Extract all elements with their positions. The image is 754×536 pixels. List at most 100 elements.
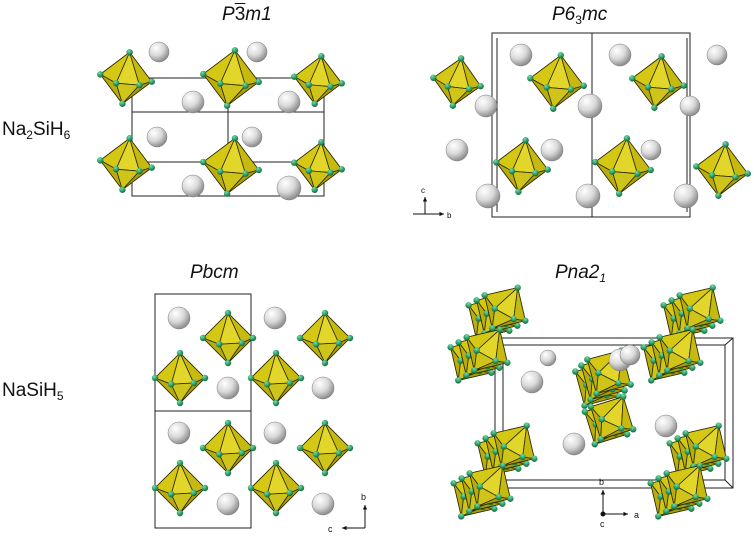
hydrogen-atom (495, 493, 502, 501)
hydrogen-atom (126, 135, 133, 142)
hydrogen-atom (508, 167, 516, 175)
octahedron-face (314, 82, 343, 105)
sodium-atom (562, 432, 586, 456)
hydrogen-atom (199, 334, 207, 342)
sih6-octahedron (151, 459, 209, 517)
hydrogen-atom (696, 500, 703, 507)
hydrogen-atom (311, 186, 318, 193)
sodium-atom (263, 306, 287, 330)
hydrogen-atom (168, 491, 175, 498)
sih6-octahedron (247, 349, 305, 407)
axis-arrowhead (600, 490, 606, 495)
hydrogen-atom (591, 440, 598, 448)
sih6-octahedron (291, 139, 345, 193)
hydrogen-atom (296, 444, 304, 452)
hydrogen-atom (715, 192, 722, 199)
hydrogen-atom (136, 81, 143, 89)
hydrogen-atom (112, 79, 120, 87)
hydrogen-atom (482, 435, 489, 442)
hydrogen-atom (305, 167, 313, 174)
sih6-octahedron (663, 462, 711, 510)
hydrogen-atom (660, 302, 667, 309)
octahedron-face (275, 377, 302, 404)
hydrogen-atom (519, 453, 526, 461)
octahedron-face (492, 318, 526, 329)
sih6-octahedron (493, 137, 551, 195)
hydrogen-atom (515, 188, 522, 195)
hydrogen-atom (476, 483, 483, 490)
hydrogen-atom (686, 305, 693, 312)
row-label-nasih5: NaSiH5 (2, 380, 64, 403)
hydrogen-atom (450, 480, 457, 487)
sodium-atom (673, 183, 699, 209)
hydrogen-atom (595, 369, 602, 377)
axis-label: b (361, 492, 366, 502)
sih6-octahedron (463, 326, 511, 374)
hydrogen-atom (321, 309, 329, 317)
hydrogen-atom (567, 86, 575, 93)
sih6-octahedron (97, 135, 155, 193)
hydrogen-atom (151, 374, 159, 382)
hydrogen-atom (488, 369, 495, 376)
hydrogen-atom (457, 55, 465, 62)
octahedron-face (477, 496, 511, 507)
hydrogen-atom (587, 403, 595, 410)
hydrogen-atom (578, 362, 585, 369)
hydrogen-atom (618, 425, 625, 432)
hydrogen-atom (522, 137, 529, 144)
octahedron-face (474, 360, 508, 371)
hydrogen-atom (598, 416, 605, 423)
hydrogen-atom (668, 85, 675, 93)
sodium-atom (608, 43, 632, 67)
hydrogen-atom (112, 165, 120, 173)
octahedron-face (179, 487, 206, 514)
octahedron-face (674, 496, 708, 507)
sodium-atom (263, 421, 287, 445)
hydrogen-atom (447, 344, 454, 351)
hydrogen-atom (514, 284, 521, 291)
hydrogen-atom (176, 459, 184, 467)
octahedron-face (324, 447, 351, 474)
hydrogen-atom (664, 367, 671, 374)
sodium-atom (276, 175, 302, 201)
hydrogen-atom (465, 302, 472, 309)
hydrogen-atom (708, 171, 716, 179)
sih6-octahedron (296, 309, 354, 367)
sodium-atom (475, 183, 501, 209)
hydrogen-atom (531, 455, 538, 462)
hydrogen-atom (444, 83, 451, 90)
hydrogen-atom (148, 78, 155, 85)
hydrogen-atom (458, 513, 465, 520)
hydrogen-atom (704, 495, 711, 502)
axis-label: c (600, 519, 605, 529)
hydrogen-atom (655, 475, 662, 482)
hydrogen-atom (471, 367, 478, 374)
unit-cell (494, 337, 734, 489)
sodium-atom (575, 183, 601, 209)
hydrogen-atom (668, 297, 675, 304)
hydrogen-atom (515, 465, 522, 472)
hydrogen-atom (688, 505, 695, 512)
hydrogen-atom (97, 157, 104, 164)
hydrogen-atom (136, 167, 143, 175)
hydrogen-atom (473, 347, 480, 354)
hydrogen-atom (255, 166, 262, 174)
hydrogen-atom (647, 480, 654, 487)
hydrogen-atom (313, 451, 320, 458)
hydrogen-atom (527, 75, 534, 82)
hydrogen-atom (346, 444, 354, 452)
sih6-octahedron (481, 284, 529, 332)
hydrogen-atom (463, 334, 470, 341)
hydrogen-atom (685, 357, 692, 365)
octahedron-face (122, 167, 152, 191)
hydrogen-atom (176, 349, 184, 357)
hydrogen-atom (684, 325, 691, 332)
axis-label: a (634, 510, 639, 520)
octahedron-face (600, 428, 634, 440)
hydrogen-atom (620, 393, 627, 401)
hydrogen-atom (223, 102, 231, 109)
hydrogen-atom (627, 381, 634, 388)
sih6-octahedron (430, 55, 484, 109)
sih6-octahedron (676, 284, 724, 332)
